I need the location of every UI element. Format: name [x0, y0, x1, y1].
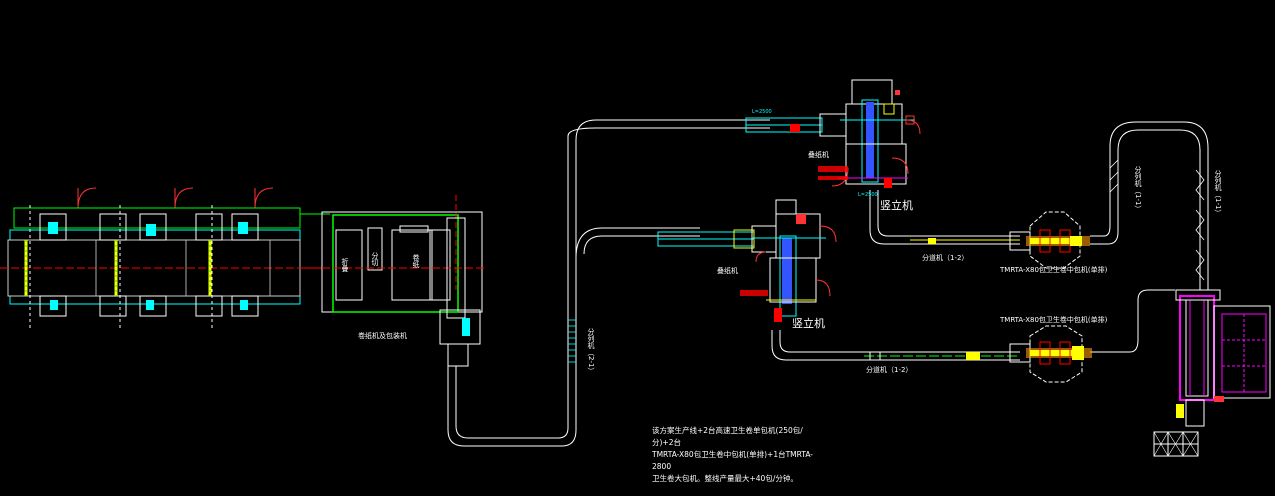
label-conveyor-1-1-left: 分列机（1-1）: [1134, 166, 1142, 213]
conveyor-network: [447, 119, 1209, 447]
stacker-1: [745, 79, 921, 188]
paper-machine-line: [0, 187, 330, 330]
note-line-2: TMRTA-X80包卫生卷中包机(单排)+1台TMRTA-2800: [652, 450, 813, 471]
packer-lower: [864, 325, 1092, 383]
label-station-b: 分切: [371, 252, 379, 266]
label-vertical-machine-1: 竖立机: [880, 199, 913, 212]
label-conveyor-2-1: 分列机（2-1）: [587, 328, 595, 375]
label-stacker-1: 叠纸机: [808, 151, 829, 159]
label-stacker-2: 叠纸机: [717, 267, 738, 275]
label-splitter-1-2: 分道机（1-2）: [922, 254, 969, 262]
packer-upper: [910, 211, 1090, 269]
label-conveyor-1-1: 分列机（1-1）: [1214, 170, 1222, 217]
stacker-2: [657, 199, 837, 322]
cutting-area: [300, 195, 485, 367]
label-main-machine: 卷纸机及包装机: [358, 332, 407, 340]
label-splitter-2-2: 分道机（1-2）: [866, 366, 913, 374]
bundle-packer: [1153, 289, 1271, 457]
note-line-1: 该方案生产线+2台高速卫生卷单包机(250包/分)+2台: [652, 426, 803, 447]
label-packer-upper: TMRTA-X80包卫生卷中包机(单排): [1000, 266, 1108, 274]
note-line-3: 卫生卷大包机。整线产量最大+40包/分钟。: [652, 474, 798, 483]
label-packer-lower: TMRTA-X80包卫生卷中包机(单排): [1000, 316, 1108, 324]
label-speed-1: L=2500: [752, 109, 772, 115]
label-vertical-machine-2: 竖立机: [792, 317, 825, 330]
layout-note: 该方案生产线+2台高速卫生卷单包机(250包/分)+2台 TMRTA-X80包卫…: [652, 425, 822, 485]
label-speed-2: L=2500: [858, 192, 878, 198]
label-station-c: 卷纸: [412, 254, 420, 268]
label-station-a: 折叠: [341, 258, 349, 272]
